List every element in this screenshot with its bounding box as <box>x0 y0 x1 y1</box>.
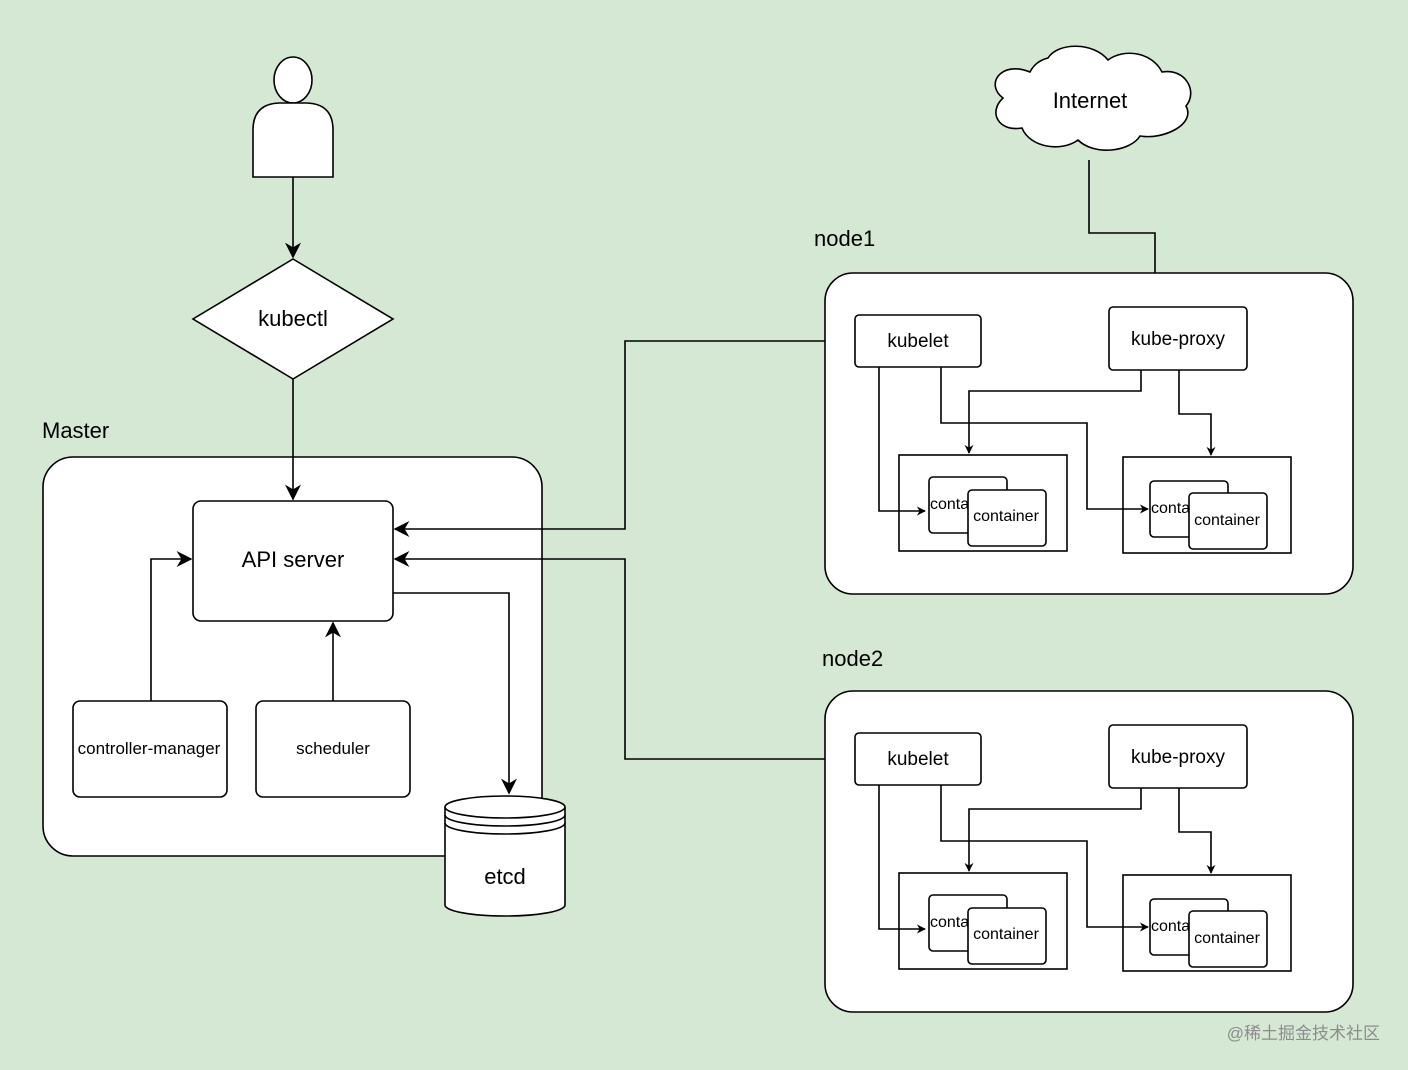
node2-kubelet-box <box>854 732 982 786</box>
node1-edge-kubelet-pod2 <box>940 367 1149 514</box>
node1-pod-2-container-front <box>1188 492 1268 550</box>
node1-kubelet-label: kubelet <box>887 331 949 352</box>
controller-manager-box <box>72 700 228 798</box>
etcd-label: etcd <box>484 864 526 889</box>
node1-pod-1-back-label: conta <box>930 496 969 513</box>
edge-api-to-node2 <box>624 600 854 767</box>
node2-edge-proxy-pod1 <box>964 788 1142 872</box>
node2-pod-1-container-front <box>967 907 1047 965</box>
node2-pod-1-front-label: container <box>973 926 1039 943</box>
user-icon <box>252 56 334 178</box>
node1-group: node1 kubelet kube-proxy conta container… <box>814 226 1354 595</box>
api-server-label: API server <box>242 547 345 572</box>
etcd-cylinder <box>444 795 566 917</box>
node2-pod-2-front-label: container <box>1194 930 1260 947</box>
edge-api-etcd <box>393 592 517 795</box>
watermark: @稀土掘金技术社区 <box>1227 1024 1380 1043</box>
node2-kube-proxy-label: kube-proxy <box>1131 747 1225 768</box>
node1-pod-2-front-label: container <box>1194 512 1260 529</box>
node2-title: node2 <box>822 646 883 671</box>
node1-pod-2-back-label: conta <box>1151 500 1190 517</box>
api-server-box <box>192 500 394 622</box>
internet-cloud <box>994 45 1192 151</box>
node2-kube-proxy-box <box>1108 724 1248 789</box>
node2-pod-2-container-front <box>1188 910 1268 968</box>
node1-kube-proxy-label: kube-proxy <box>1131 329 1225 350</box>
controller-manager-label: controller-manager <box>78 739 221 758</box>
edge-internet-kubeproxy <box>1088 160 1163 308</box>
node1-edge-proxy-pod1 <box>964 370 1142 454</box>
node1-title: node1 <box>814 226 875 251</box>
node2-edge-kubelet-pod1 <box>878 785 926 934</box>
node2-edge-proxy-pod2 <box>1178 788 1216 874</box>
node1-kubelet-box <box>854 314 982 368</box>
node2-pod-1-back-label: conta <box>930 914 969 931</box>
node2-pod-2-back-label: conta <box>1151 918 1190 935</box>
node2-group: node2 kubelet kube-proxy conta container… <box>822 646 1354 1013</box>
scheduler-label: scheduler <box>296 739 370 758</box>
node2-kubelet-label: kubelet <box>887 749 949 770</box>
kubectl-label: kubectl <box>258 306 328 331</box>
node2-edge-kubelet-pod2 <box>940 785 1149 932</box>
node1-edge-kubelet-pod1 <box>878 367 926 516</box>
node1-pod-1-front-label: container <box>973 508 1039 525</box>
node1-pod-1-container-front <box>967 489 1047 547</box>
edge-api-to-node1 <box>624 333 854 505</box>
edge-node1-to-api <box>393 505 626 537</box>
internet-label: Internet <box>1053 88 1128 113</box>
node1-kube-proxy-box <box>1108 306 1248 371</box>
node1-edge-proxy-pod2 <box>1178 370 1216 456</box>
edge-controller-api <box>150 551 193 701</box>
edge-node2-to-api <box>393 551 626 600</box>
master-title: Master <box>42 418 109 443</box>
